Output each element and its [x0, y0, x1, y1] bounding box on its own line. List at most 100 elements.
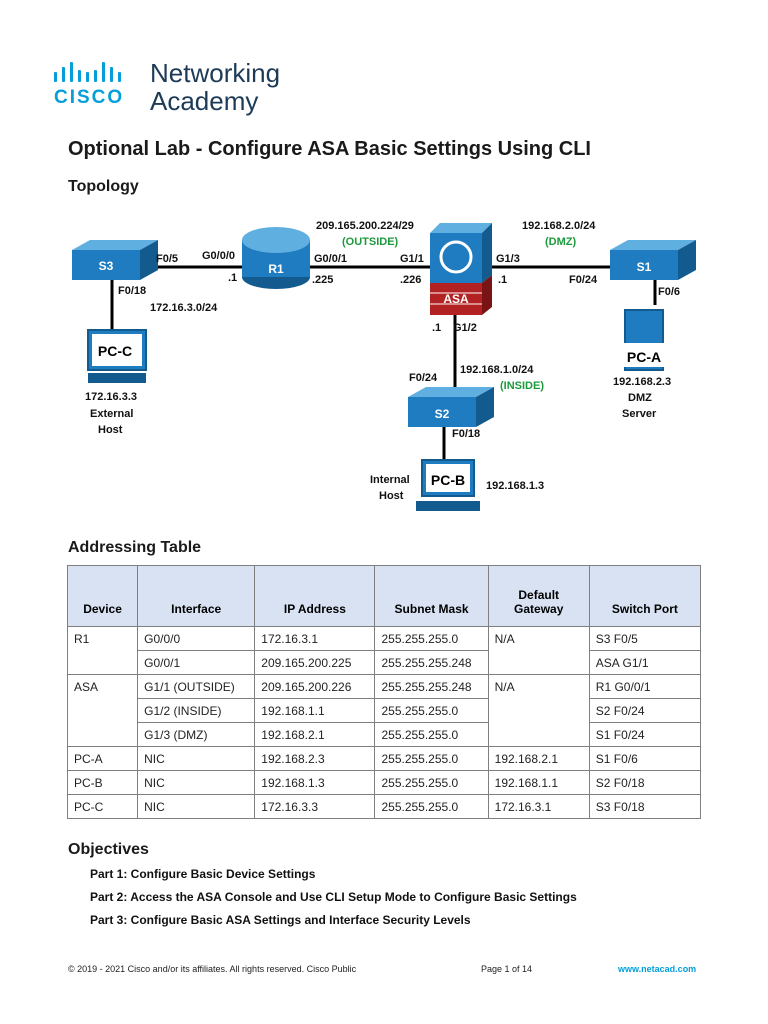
- cisco-networking-academy-logo: CISCO Networking Academy: [54, 58, 304, 118]
- cell-device: [66, 650, 139, 675]
- r1-label: R1: [268, 262, 284, 276]
- objectives-heading: Objectives: [68, 841, 149, 858]
- dmz-tag-label: (DMZ): [545, 236, 576, 248]
- table-row: PC-B NIC 192.168.1.3 255.255.255.0 192.1…: [66, 770, 702, 795]
- cell-device: [66, 722, 139, 747]
- cell-switch-port: ASA G1/1: [588, 650, 702, 675]
- pc-c: PC-C: [87, 329, 147, 383]
- header-switch-port: Switch Port: [588, 565, 702, 627]
- addressing-table: Device Interface IP Address Subnet Mask …: [66, 565, 702, 819]
- cell-ip: 172.16.3.1: [254, 626, 376, 651]
- footer-url-link[interactable]: www.netacad.com: [618, 964, 697, 974]
- logo-academy: Academy: [150, 86, 259, 116]
- pc-b: PC-B: [416, 459, 480, 511]
- r1-dot1-label: .1: [228, 272, 237, 284]
- asa-g11-label: G1/1: [400, 253, 424, 265]
- pc-a-role-1: DMZ: [628, 392, 652, 404]
- cell-ip: 172.16.3.3: [254, 794, 376, 819]
- cell-device: PC-C: [66, 794, 139, 819]
- pc-b-role-2: Host: [379, 490, 404, 502]
- switch-s3: S3: [72, 240, 158, 280]
- s2-f018-label: F0/18: [452, 428, 480, 440]
- s3-f05-label: F0/5: [156, 253, 178, 265]
- cell-mask: 255.255.255.0: [374, 626, 489, 651]
- pc-c-role-2: Host: [98, 424, 123, 436]
- cisco-wordmark: CISCO: [54, 87, 125, 108]
- objective-part-2: Part 2: Access the ASA Console and Use C…: [90, 890, 577, 904]
- cell-ip: 192.168.2.1: [254, 722, 376, 747]
- objective-part-1: Part 1: Configure Basic Device Settings: [90, 867, 316, 881]
- cell-switch-port: S2 F0/24: [588, 698, 702, 723]
- topology-diagram: S3 R1 ASA S1 S2: [72, 220, 696, 511]
- s2-f024-label: F0/24: [409, 372, 438, 384]
- cell-gateway: 192.168.2.1: [487, 746, 590, 771]
- cell-switch-port: S2 F0/18: [588, 770, 702, 795]
- asa-g12-label: G1/2: [453, 322, 477, 334]
- s3-label: S3: [99, 259, 114, 273]
- cell-interface: G1/1 (OUTSIDE): [137, 674, 256, 699]
- cell-mask: 255.255.255.248: [374, 674, 489, 699]
- logo-networking: Networking: [150, 58, 281, 88]
- table-row: G1/2 (INSIDE) 192.168.1.1 255.255.255.0 …: [66, 698, 702, 723]
- cell-device: [66, 698, 139, 723]
- header-interface: Interface: [137, 565, 256, 627]
- cell-ip: 209.165.200.226: [254, 674, 376, 699]
- pc-b-ip-label: 192.168.1.3: [486, 480, 544, 492]
- cell-switch-port: S1 F0/6: [588, 746, 702, 771]
- cell-interface: NIC: [137, 770, 256, 795]
- table-header-row: Device Interface IP Address Subnet Mask …: [66, 565, 702, 627]
- inside-net-label: 192.168.1.0/24: [460, 364, 534, 376]
- pc-a-role-2: Server: [622, 408, 657, 420]
- cell-mask: 255.255.255.0: [374, 770, 489, 795]
- cell-gateway: 192.168.1.1: [487, 770, 590, 795]
- cell-interface: NIC: [137, 746, 256, 771]
- cell-gateway: N/A: [487, 674, 590, 699]
- s1-label: S1: [637, 260, 652, 274]
- cell-gateway: 172.16.3.1: [487, 794, 590, 819]
- r1-g000-label: G0/0/0: [202, 250, 235, 262]
- pc-c-role-1: External: [90, 408, 133, 420]
- cell-device: PC-B: [66, 770, 139, 795]
- header-default-gateway: Default Gateway: [487, 565, 590, 627]
- cell-switch-port: S3 F0/5: [588, 626, 702, 651]
- cell-ip: 192.168.1.3: [254, 770, 376, 795]
- network-links: [110, 265, 657, 460]
- outside-tag-label: (OUTSIDE): [342, 236, 399, 248]
- asa-dot1-in-label: .1: [432, 322, 441, 334]
- r1-225-label: .225: [312, 274, 333, 286]
- cell-mask: 255.255.255.0: [374, 698, 489, 723]
- objective-part-3: Part 3: Configure Basic ASA Settings and…: [90, 913, 471, 927]
- header-device: Device: [66, 565, 139, 627]
- pc-c-label: PC-C: [98, 343, 132, 359]
- pc-b-role-1: Internal: [370, 474, 410, 486]
- cell-gateway: [487, 722, 590, 747]
- asa-226-label: .226: [400, 274, 421, 286]
- header-subnet-mask: Subnet Mask: [374, 565, 489, 627]
- asa-label: ASA: [443, 292, 469, 306]
- outside-net-label: 209.165.200.224/29: [316, 220, 414, 232]
- cell-device: ASA: [66, 674, 139, 699]
- pc-c-ip-label: 172.16.3.3: [85, 391, 137, 403]
- cell-mask: 255.255.255.0: [374, 794, 489, 819]
- table-row: R1 G0/0/0 172.16.3.1 255.255.255.0 N/A S…: [66, 626, 702, 651]
- firewall-asa: ASA: [430, 223, 492, 315]
- table-row: ASA G1/1 (OUTSIDE) 209.165.200.226 255.2…: [66, 674, 702, 699]
- cell-interface: G1/2 (INSIDE): [137, 698, 256, 723]
- cell-switch-port: R1 G0/0/1: [588, 674, 702, 699]
- footer-page-number: Page 1 of 14: [481, 964, 533, 974]
- s1-f06-label: F0/6: [658, 286, 680, 298]
- dmz-net-label: 192.168.2.0/24: [522, 220, 596, 232]
- s3-f018-label: F0/18: [118, 285, 146, 297]
- pc-a-ip-label: 192.168.2.3: [613, 376, 671, 388]
- cell-gateway: [487, 698, 590, 723]
- cell-interface: NIC: [137, 794, 256, 819]
- cell-gateway: [487, 650, 590, 675]
- table-row: PC-C NIC 172.16.3.3 255.255.255.0 172.16…: [66, 794, 702, 819]
- cell-device: R1: [66, 626, 139, 651]
- pc-b-label: PC-B: [431, 472, 465, 488]
- header-ip-address: IP Address: [254, 565, 376, 627]
- page-title: Optional Lab - Configure ASA Basic Setti…: [68, 138, 591, 160]
- asa-dot1-dmz-label: .1: [498, 274, 507, 286]
- cell-switch-port: S3 F0/18: [588, 794, 702, 819]
- footer-copyright: © 2019 - 2021 Cisco and/or its affiliate…: [68, 964, 357, 974]
